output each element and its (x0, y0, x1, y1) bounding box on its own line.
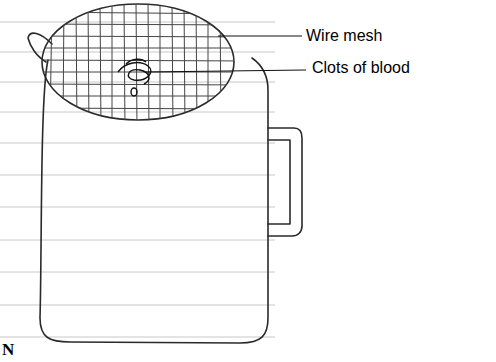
leader-line (146, 70, 306, 72)
jug-rim (42, 4, 234, 120)
leader-line (218, 35, 302, 36)
wire-mesh (30, 0, 250, 130)
part-label: Clots of blood (312, 58, 410, 77)
leader-lines (146, 36, 306, 72)
jug-handle (268, 128, 302, 236)
page-letter: N (2, 340, 14, 360)
blood-clots (118, 59, 151, 96)
jug-body (40, 58, 268, 343)
part-label: Wire mesh (306, 26, 382, 45)
